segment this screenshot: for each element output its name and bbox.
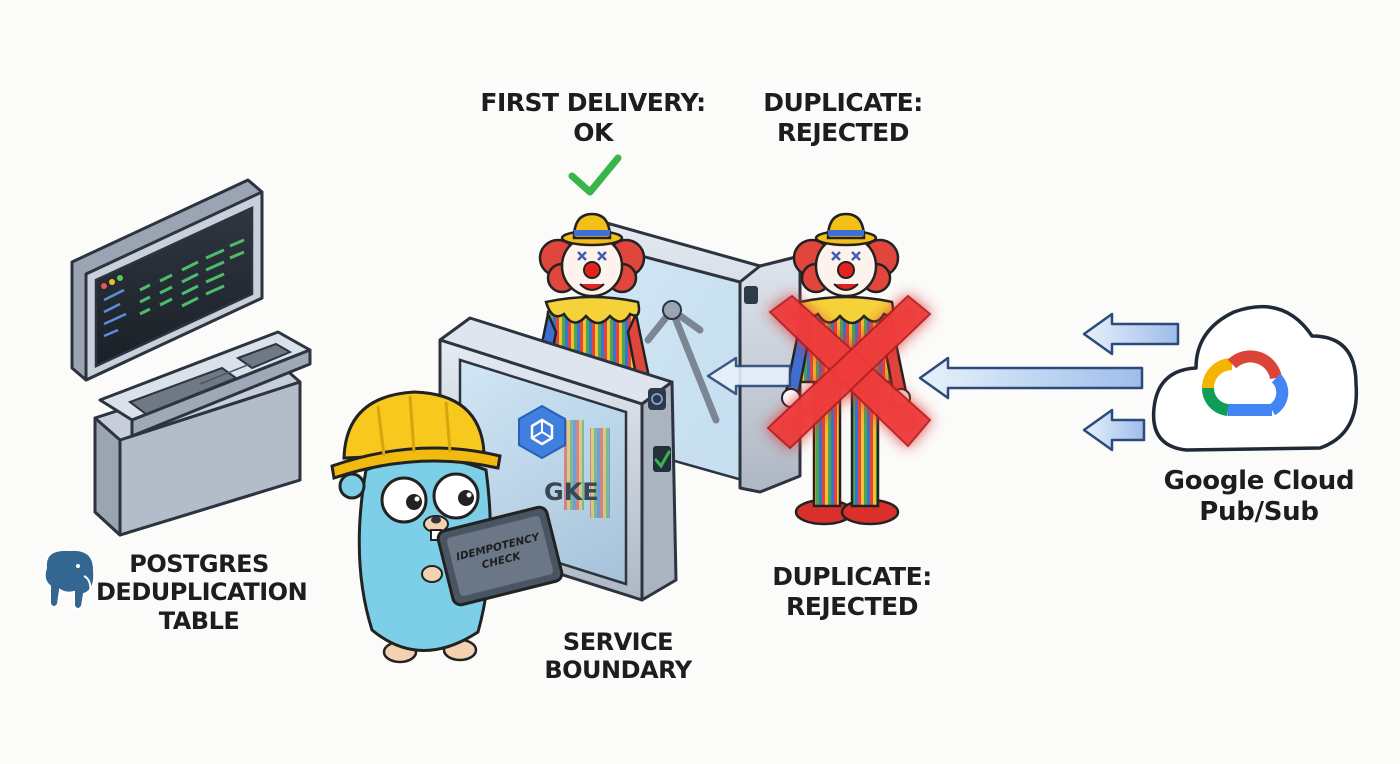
flow-arrows <box>706 312 1180 452</box>
postgres-table-label: POSTGRES DEDUPLICATION TABLE <box>96 550 308 635</box>
arrow-lower <box>1082 408 1146 452</box>
pubsub-label: Google Cloud Pub/Sub <box>1163 466 1355 527</box>
gate-check-icon <box>654 450 671 469</box>
gke-label: GKE <box>544 478 599 506</box>
duplicate-rejected-bottom-label: DUPLICATE: REJECTED <box>772 562 932 621</box>
arrow-main <box>918 356 1144 400</box>
check-icon <box>568 154 622 196</box>
google-cloud-icon <box>1201 350 1289 416</box>
postgres-terminal <box>70 178 312 537</box>
first-delivery-label: FIRST DELIVERY: OK <box>480 88 706 147</box>
duplicate-rejected-top-label: DUPLICATE: REJECTED <box>763 88 923 147</box>
idempotency-tablet: IDEMPOTENCY CHECK <box>436 505 564 607</box>
postgres-elephant-icon <box>43 548 96 610</box>
arrow-upper <box>1082 312 1180 356</box>
gke-icon <box>518 404 566 460</box>
cloud-shape <box>1151 304 1359 452</box>
cross-icon <box>766 294 932 450</box>
arrow-inner <box>706 356 792 396</box>
service-boundary-label: SERVICE BOUNDARY <box>544 628 692 685</box>
